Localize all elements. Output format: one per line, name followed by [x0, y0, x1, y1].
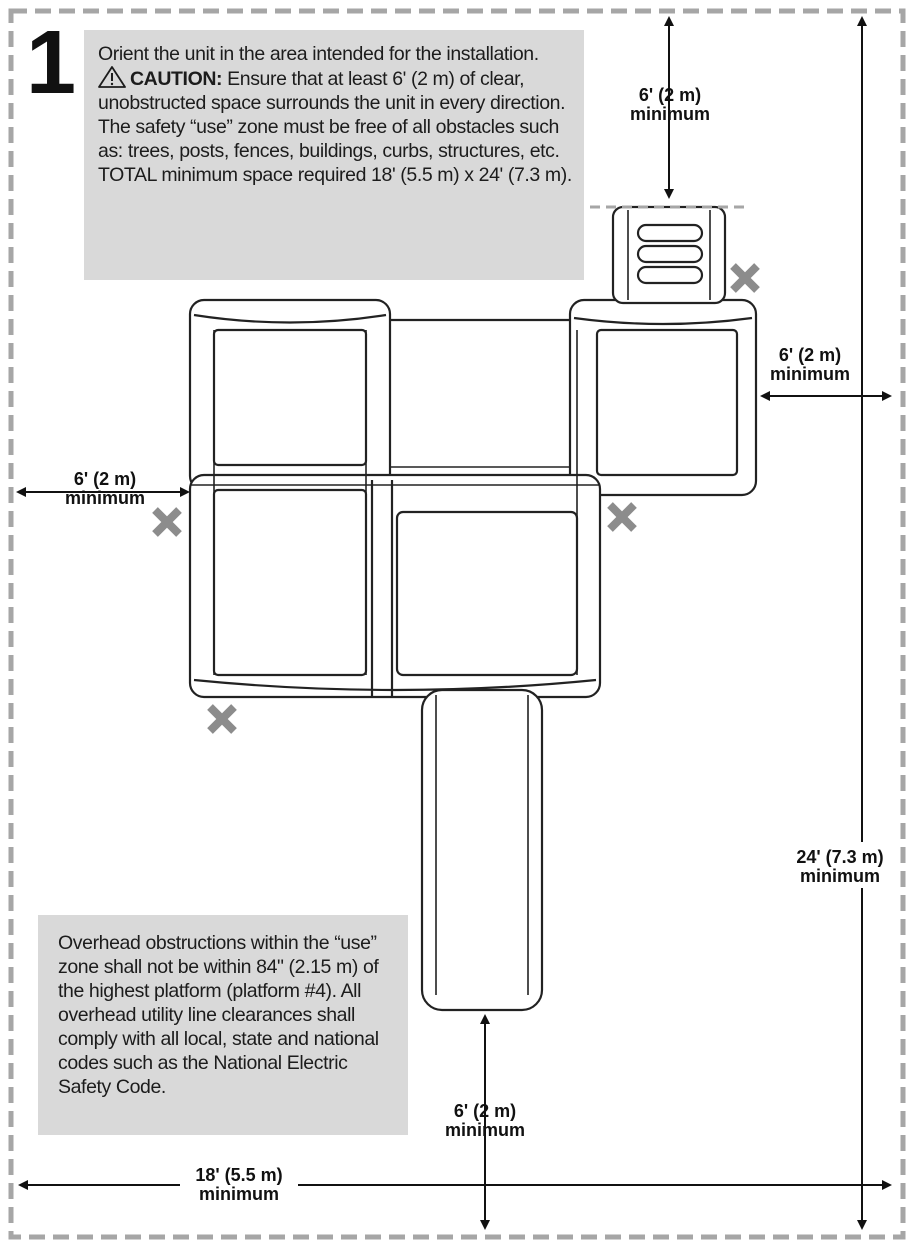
slide [420, 688, 544, 1012]
caution-label: CAUTION: [130, 68, 223, 90]
warning-triangle-icon [98, 66, 126, 88]
x-marker-icon [607, 502, 637, 532]
caution-text: Ensure that at least 6' (2 m) of clear, … [98, 68, 566, 162]
step-number: 1 [26, 13, 77, 113]
orientation-instruction: Orient the unit in the area intended for… [98, 43, 539, 65]
total-space-text: TOTAL minimum space required 18' (5.5 m)… [98, 164, 572, 186]
dim-label-total-length: 24' (7.3 m) minimum [796, 847, 884, 886]
overhead-text: Overhead obstructions within the “use” z… [58, 932, 379, 1098]
dim-label-bottom: 6' (2 m) minimum [444, 1101, 525, 1140]
safety-zone-border [8, 8, 906, 1240]
platform-center-top [370, 318, 584, 482]
dim-label-right: 6' (2 m) minimum [769, 345, 850, 384]
orientation-note: Orient the unit in the area intended for… [84, 30, 584, 280]
x-marker-icon [207, 704, 237, 734]
dim-label-top: 6' (2 m) minimum [629, 85, 710, 124]
dim-label-total-width: 18' (5.5 m) minimum [195, 1165, 283, 1204]
play-unit [188, 205, 758, 1012]
caution-block: CAUTION: Ensure that at least 6' (2 m) o… [98, 66, 566, 162]
x-marker-icon [730, 263, 760, 293]
overhead-note: Overhead obstructions within the “use” z… [38, 915, 408, 1135]
x-marker-icon [152, 507, 182, 537]
dim-label-left: 6' (2 m) minimum [64, 469, 145, 508]
